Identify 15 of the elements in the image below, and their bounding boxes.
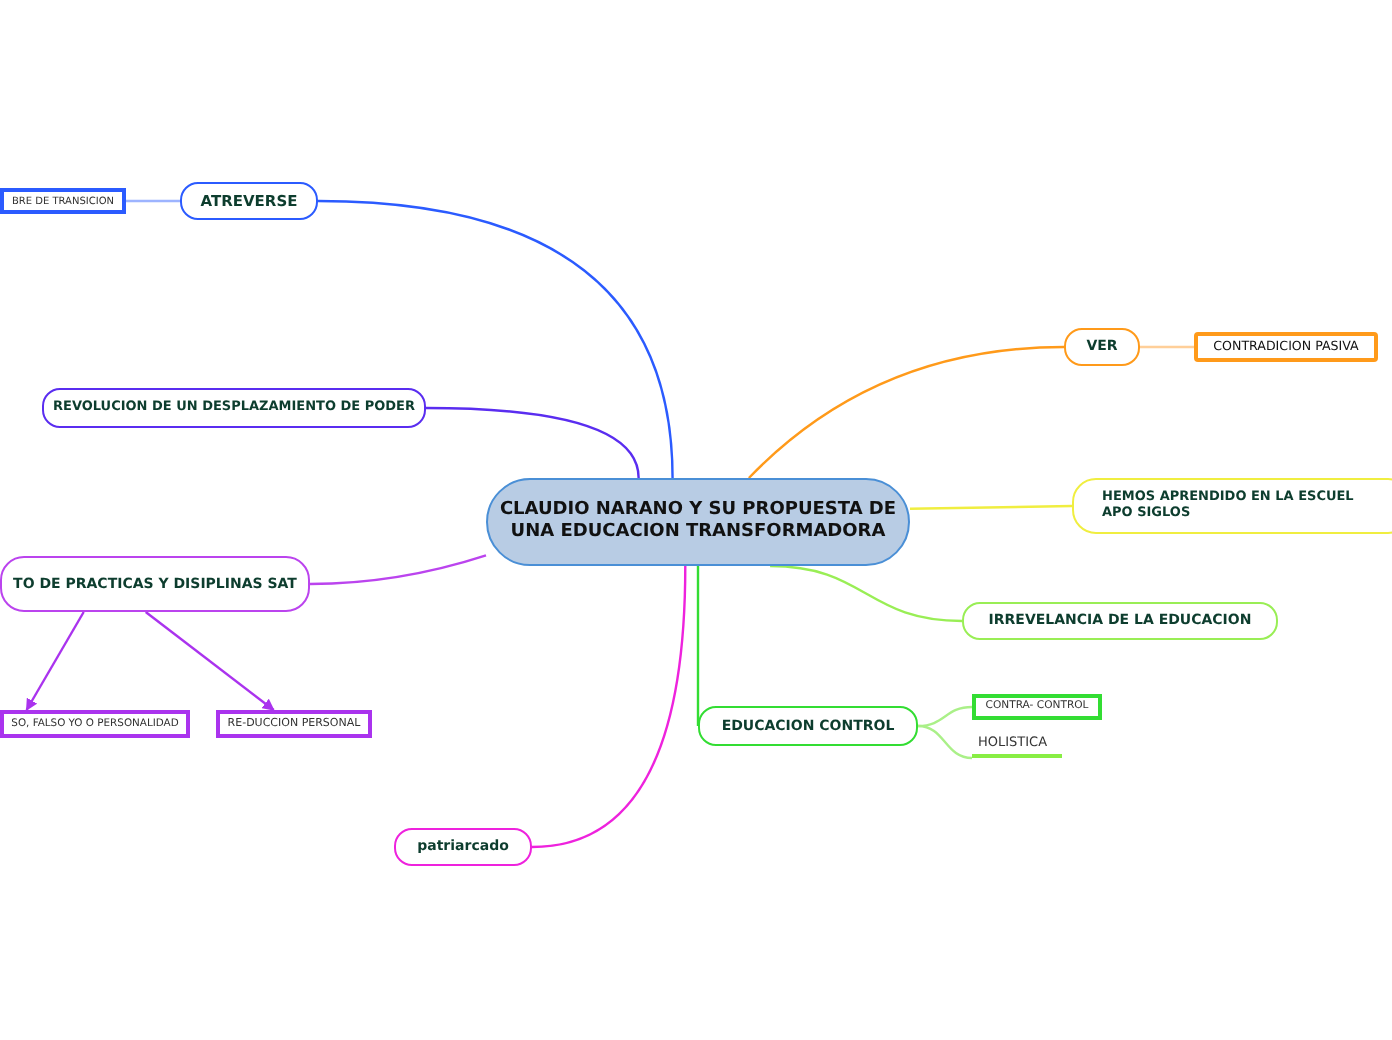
connector-line [1140,345,1194,349]
arrow [144,611,275,711]
connector-line [531,565,687,849]
arrow [25,611,85,712]
connector-line [317,199,674,479]
connector-line [126,199,180,203]
connector-line [909,504,1073,510]
central-topic: CLAUDIO NARANO Y SU PROPUESTA DE UNA EDUCACION TRANSFORMADORA [486,478,910,566]
connector-line [426,406,640,479]
connector-line [770,564,963,623]
connector-line [917,705,973,728]
connector-line [310,554,487,586]
connector-line [748,345,1065,479]
connector-line [917,724,973,760]
connector-line [696,566,700,726]
